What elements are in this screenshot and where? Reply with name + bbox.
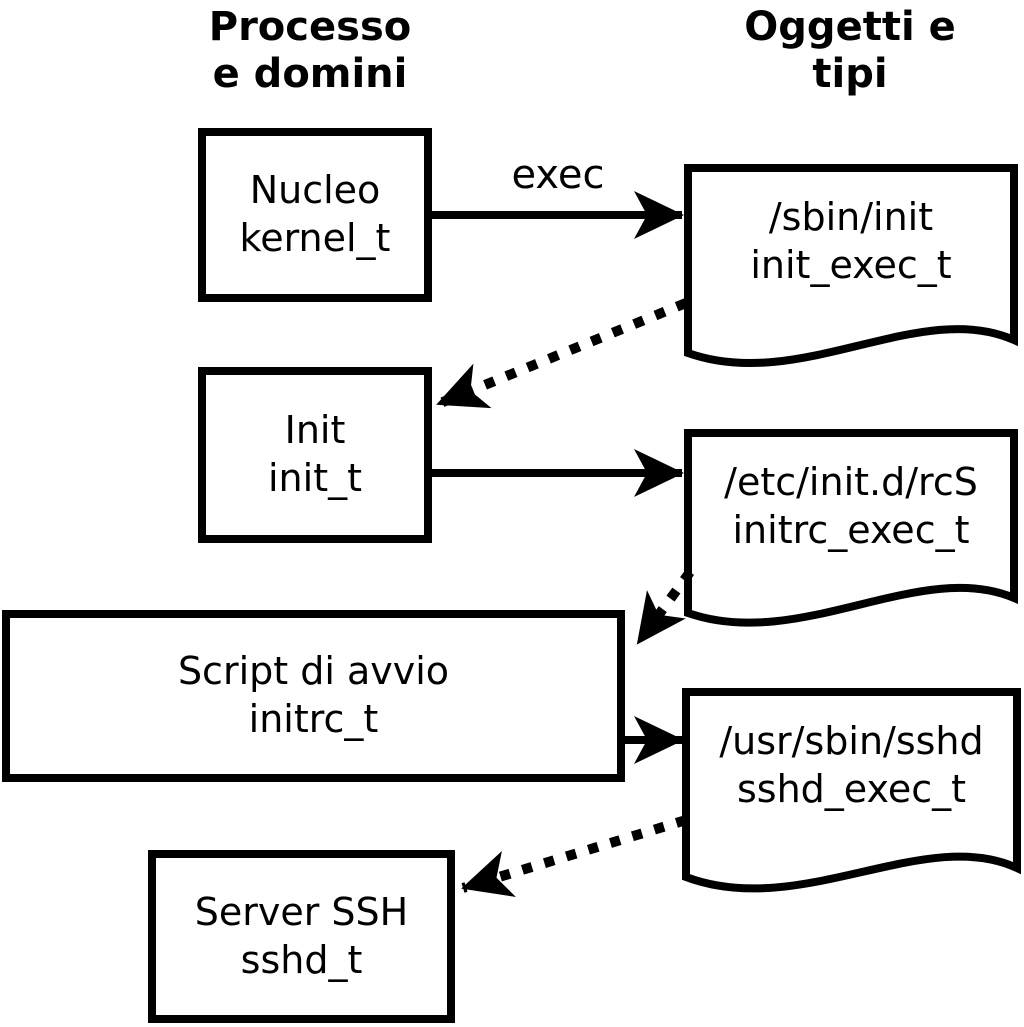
process-box-init-type: init_t — [268, 456, 362, 500]
document-label-sbin-init: /sbin/init init_exec_t — [688, 194, 1014, 290]
document-shape-etc-initd-rcs — [684, 429, 1018, 627]
transition-arrow-sshdexec-to-sshd — [461, 815, 688, 897]
column-header-objects: Oggetti e tipi — [710, 4, 990, 98]
document-label-usr-sbin-sshd: /usr/sbin/sshd sshd_exec_t — [686, 718, 1017, 814]
document-type: init_exec_t — [750, 242, 952, 287]
column-header-processes: Processo e domini — [170, 4, 450, 98]
process-box-kernel: Nucleo kernel_t — [198, 128, 432, 302]
column-header-processes-line2: e domini — [212, 51, 408, 98]
document-label-etc-initd-rcs: /etc/init.d/rcS initrc_exec_t — [688, 459, 1014, 555]
process-box-init: Init init_t — [198, 367, 432, 543]
process-box-init-label: Init — [284, 408, 346, 453]
column-header-objects-line2: tipi — [812, 51, 888, 98]
document-type: sshd_exec_t — [736, 766, 966, 811]
document-path: /usr/sbin/sshd — [719, 719, 984, 763]
process-box-sshd-label: Server SSH — [194, 889, 409, 934]
exec-arrow-label: exec — [511, 152, 605, 198]
column-header-objects-line1: Oggetti e — [744, 4, 956, 50]
document-path: /etc/init.d/rcS — [724, 460, 978, 504]
document-type: initrc_exec_t — [732, 507, 970, 552]
document-path: /sbin/init — [768, 195, 934, 239]
process-box-initrc-type: initrc_t — [248, 697, 379, 741]
process-box-kernel-type: kernel_t — [239, 216, 391, 260]
column-header-processes-line1: Processo — [208, 4, 412, 50]
process-box-initrc: Script di avvio initrc_t — [2, 610, 625, 782]
process-box-initrc-label: Script di avvio — [177, 649, 450, 694]
document-shape-sbin-init — [684, 164, 1018, 367]
process-box-sshd-type: sshd_t — [240, 937, 363, 982]
transition-arrow-initrcexec-to-initrc — [633, 569, 695, 646]
process-box-sshd: Server SSH sshd_t — [148, 850, 455, 1023]
transition-arrow-initexec-to-init — [436, 298, 688, 409]
document-shape-usr-sbin-sshd — [682, 688, 1021, 893]
process-box-kernel-label: Nucleo — [249, 168, 381, 213]
